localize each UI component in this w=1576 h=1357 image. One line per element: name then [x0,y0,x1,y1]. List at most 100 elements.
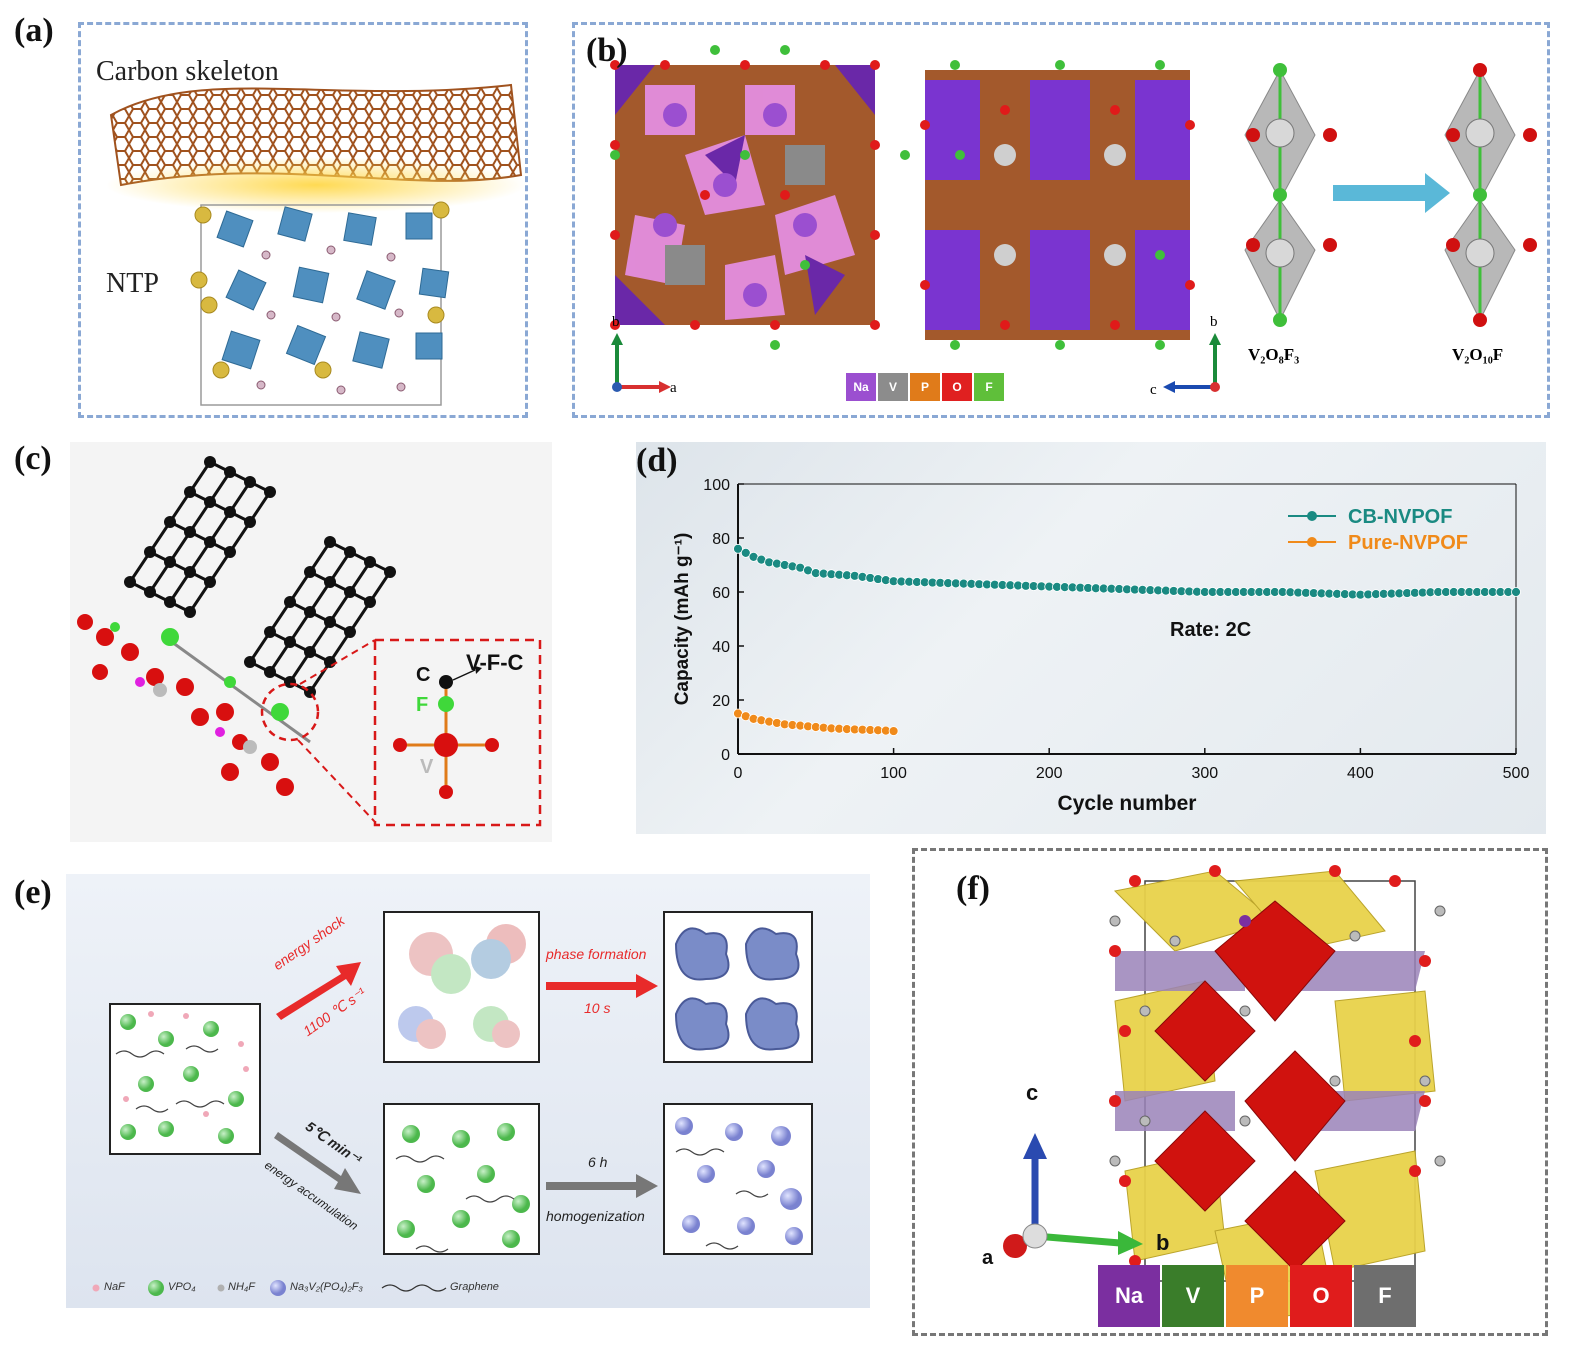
legend-label: Pure-NVPOF [1348,532,1468,554]
y-tick-label: 80 [712,531,730,548]
legend-marker [1307,537,1317,547]
data-point [733,543,743,554]
panel-f [912,848,1548,1336]
axis-c-label: c [1150,382,1157,398]
panel-c [70,442,552,842]
legend-b-o: O [942,373,972,401]
legend-f-v: V [1162,1265,1224,1327]
panel-b-label: (b) [586,32,628,69]
homogenization-arrow [546,1174,658,1198]
panel-c-label: (c) [14,440,52,477]
inset-box [373,638,542,827]
na-atoms [190,201,450,379]
six-hours-text: 6 h [588,1154,608,1170]
highlight-circle [260,682,320,742]
legend-vpo4: VPO₄ [168,1281,196,1293]
panel-b [572,22,1550,418]
panel-c-illustration [77,456,542,827]
nvpof-cluster [77,614,311,796]
x-axis-label: Cycle number [1058,792,1197,815]
legend-f-na: Na [1098,1265,1160,1327]
axis-f-b: b [1156,1230,1170,1255]
panel-f-structure [1003,865,1446,1322]
y-tick-label: 40 [712,639,730,656]
atom-f-label: F [416,694,429,716]
ntp-polyhedra [216,206,450,370]
legend-b-v: V [878,373,908,401]
atom-v-label: V [420,756,434,778]
axis-triad-ab [611,333,671,393]
homogenization-text: homogenization [546,1208,645,1224]
octahedra-chain-1 [1244,63,1337,327]
atom-c-label: C [416,664,431,686]
legend-graphene: Graphene [450,1281,499,1293]
panel-b-legend: Na V P O F [846,373,1004,401]
legend-f-p: P [1226,1265,1288,1327]
legend-nvpf: Na₃V₂(PO₄)₂F₃ [290,1281,363,1293]
formula-v2o8f3: V₂O₈F₃ [1248,345,1300,364]
transform-arrow [1333,173,1450,213]
y-tick-label: 20 [712,693,730,710]
x-tick-label: 500 [1503,765,1530,782]
legend-f-o: O [1290,1265,1352,1327]
legend-label: CB-NVPOF [1348,506,1452,528]
panel-e [66,874,870,1308]
series-cb-nvpof [733,543,1521,600]
legend-b-p: P [910,373,940,401]
panel-e-legend [92,1280,447,1296]
inset-molecule [393,666,499,799]
ntp-label: NTP [106,268,159,299]
energy-accumulation-arrow [274,1132,361,1194]
ten-seconds-text: 10 s [584,1000,611,1016]
axis-b-label-1: b [612,314,620,330]
legend-b-f: F [974,373,1004,401]
o-atoms [256,245,406,395]
phase-formation-text: phase formation [546,946,647,962]
bond-label: V-F-C [466,650,524,675]
panel-b-structures [610,45,1537,393]
x-tick-label: 200 [1036,765,1063,782]
panel-a-illustration [106,83,526,406]
panel-a [78,22,528,418]
data-point [740,547,751,558]
rate-annotation: Rate: 2C [1170,619,1251,641]
legend-b-na: Na [846,373,876,401]
panel-e-label: (e) [14,874,52,911]
axis-triad-cb [1163,333,1221,393]
panel-f-legend: Na V P O F [1098,1265,1416,1327]
y-tick-label: 100 [703,477,730,494]
graphene-atoms-2 [244,536,396,698]
axis-triad-f [1003,1133,1143,1258]
data-point [1511,587,1521,597]
panel-e-scheme [92,911,813,1296]
panel-d-label: (d) [636,442,678,479]
axis-f-a: a [982,1247,994,1269]
axis-b-label-2: b [1210,314,1218,330]
structure-ab-view [610,45,910,350]
x-tick-label: 300 [1191,765,1218,782]
legend-naf: NaF [104,1281,125,1293]
y-tick-label: 0 [721,747,730,764]
legend-marker [1307,511,1317,521]
y-axis-label: Capacity (mAh g⁻¹) [672,533,693,706]
x-tick-label: 400 [1347,765,1374,782]
panel-f-label: (f) [956,870,990,907]
x-tick-label: 0 [734,765,743,782]
legend-f-f: F [1354,1265,1416,1327]
axis-f-c: c [1026,1080,1039,1105]
legend-nh4f: NH₄F [228,1281,256,1293]
octahedra-chain-2 [1444,63,1537,327]
axis-a-label: a [670,380,677,396]
y-tick-label: 60 [712,585,730,602]
panel-a-label: (a) [14,12,54,49]
energy-shock-arrow [276,962,361,1020]
structure-cb-view [920,60,1195,350]
series-pure-nvpof [733,708,899,736]
data-point [888,726,899,736]
formula-v2o10f: V₂O₁₀F [1452,345,1504,364]
interface-glow [106,157,526,213]
carbon-skeleton-label: Carbon skeleton [96,56,279,87]
phase-formation-arrow [546,974,658,998]
